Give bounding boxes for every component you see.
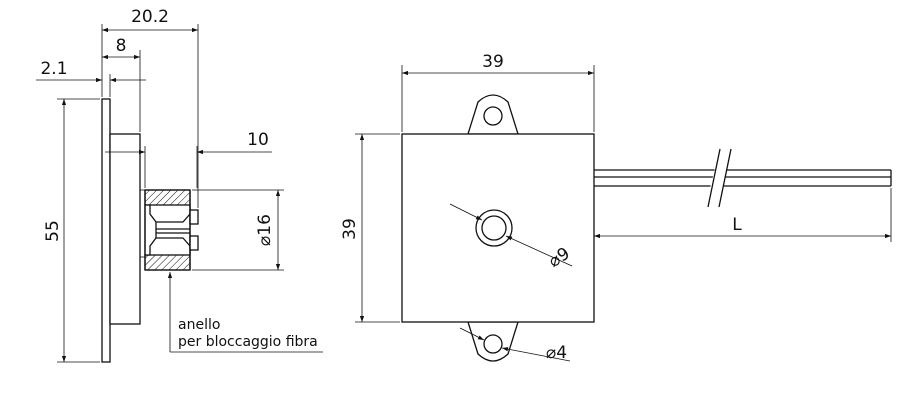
side-body xyxy=(109,133,141,325)
annotation-line2: per bloccaggio fibra xyxy=(178,334,318,350)
dim-side-height: 55 xyxy=(43,220,63,242)
dim-cable-length: L xyxy=(732,215,742,235)
dim-front-height: 39 xyxy=(340,218,360,240)
front-view: 39 39 ⌀9 ⌀4 L xyxy=(340,52,892,363)
cable xyxy=(594,148,892,208)
side-view: 20.2 8 2.1 55 10 ⌀16 anello per bloccagg… xyxy=(36,7,323,363)
dim-front-width: 39 xyxy=(482,52,504,72)
locking-ring xyxy=(139,189,199,271)
dim-mount-hole: ⌀4 xyxy=(546,343,567,363)
dim-side-depth-total: 20.2 xyxy=(131,7,169,27)
dim-ring-length: 10 xyxy=(247,130,269,150)
side-flange xyxy=(101,98,111,363)
dim-side-flange: 2.1 xyxy=(40,59,67,79)
dim-side-depth-plate: 8 xyxy=(116,36,127,56)
annotation-line1: anello xyxy=(178,317,220,333)
dim-ring-diameter: ⌀16 xyxy=(255,214,275,246)
cable-break-mark xyxy=(707,148,721,208)
